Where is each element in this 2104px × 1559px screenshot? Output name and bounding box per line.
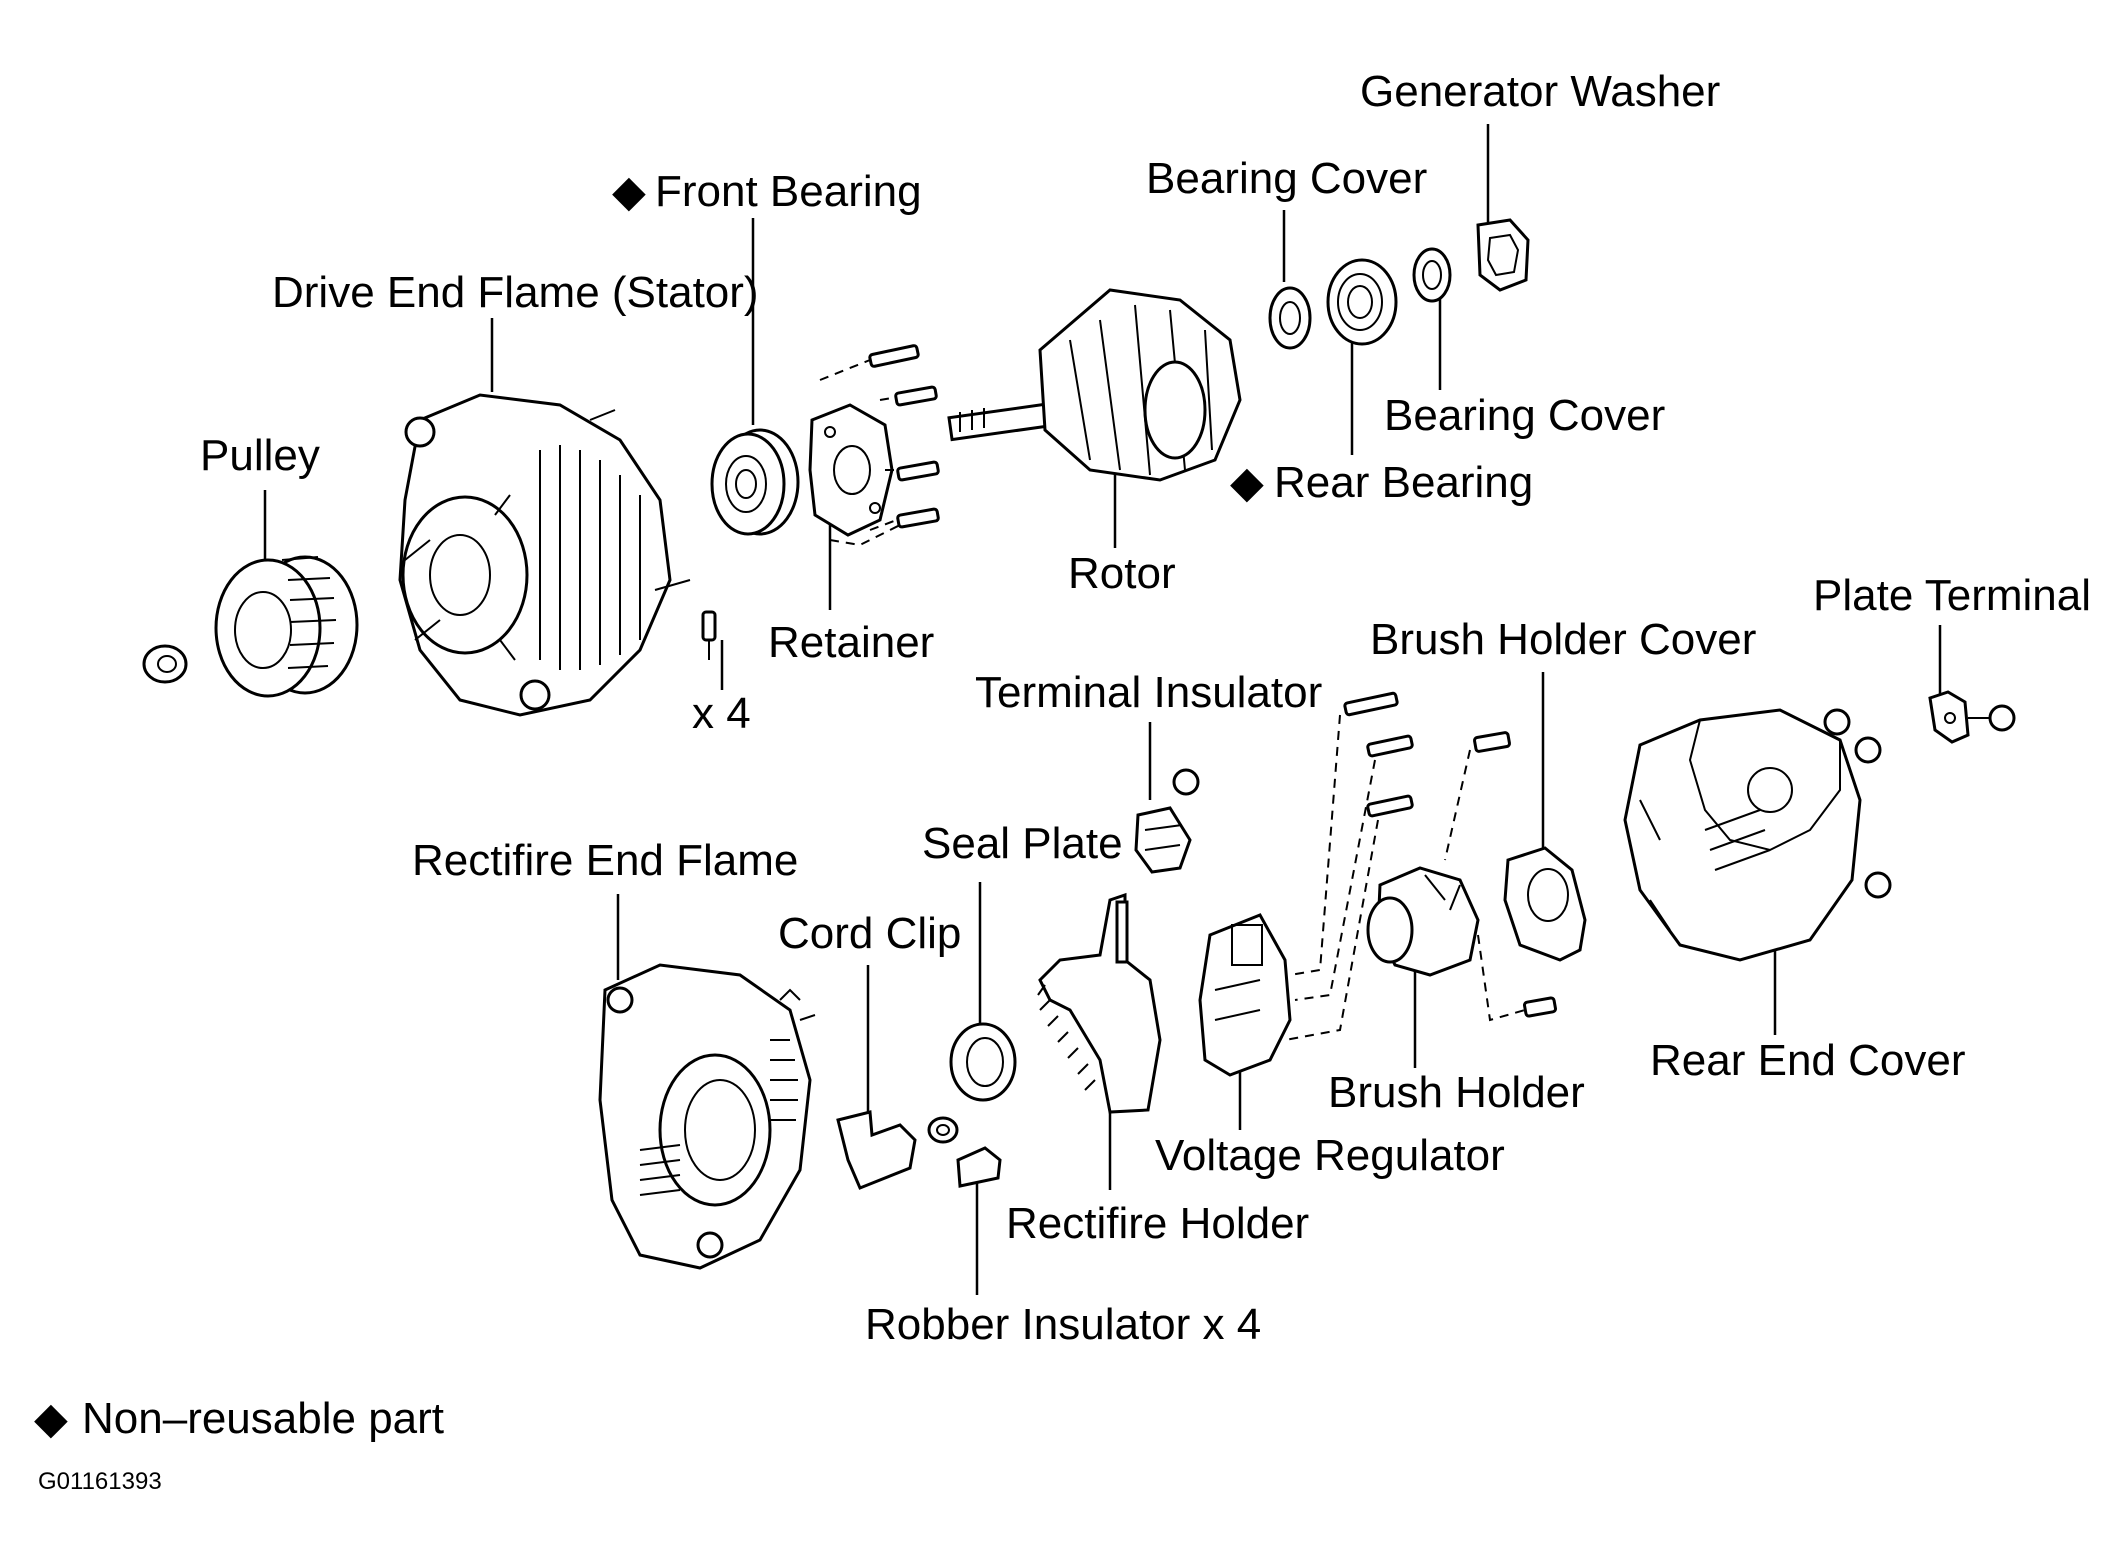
generator-washer-part bbox=[1476, 218, 1530, 292]
retainer-part bbox=[808, 359, 915, 537]
legend-marker: ◆ bbox=[34, 1394, 68, 1443]
label-rubber-insulator: Robber Insulator x 4 bbox=[865, 1300, 1261, 1349]
rubber-insulator-part bbox=[956, 1146, 1002, 1188]
label-brush-holder: Brush Holder bbox=[1328, 1068, 1585, 1117]
bearing-cover-top-part bbox=[1268, 286, 1312, 350]
label-plate-terminal: Plate Terminal bbox=[1813, 571, 2091, 620]
rear-cover-nuts-part bbox=[1823, 708, 1892, 899]
rectifier-holder-part bbox=[1037, 892, 1162, 1114]
retainer-screws-part bbox=[829, 344, 940, 547]
label-bearing-cover-right: Bearing Cover bbox=[1384, 391, 1665, 440]
label-rectifier-holder: Rectifire Holder bbox=[1006, 1199, 1309, 1248]
rear-bearing-part bbox=[1326, 258, 1398, 346]
brush-holder-part bbox=[1366, 731, 1558, 1022]
label-bearing-cover-top: Bearing Cover bbox=[1146, 154, 1427, 203]
seal-plate-part bbox=[949, 1022, 1017, 1102]
label-pulley: Pulley bbox=[200, 431, 320, 480]
label-rotor: Rotor bbox=[1068, 549, 1176, 598]
label-cord-clip: Cord Clip bbox=[778, 909, 961, 958]
regulator-screws-part bbox=[1284, 691, 1414, 1041]
drive-end-frame-part bbox=[398, 393, 691, 717]
label-x4: x 4 bbox=[692, 689, 751, 738]
legend-text: Non–reusable part bbox=[82, 1394, 444, 1443]
label-rear-bearing: Rear Bearing bbox=[1274, 458, 1533, 507]
label-retainer: Retainer bbox=[768, 618, 934, 667]
voltage-regulator-part bbox=[1198, 913, 1292, 1077]
leader-lines bbox=[263, 124, 1942, 1295]
pulley-part bbox=[214, 555, 359, 698]
label-generator-washer: Generator Washer bbox=[1360, 67, 1720, 116]
label-brush-holder-cover: Brush Holder Cover bbox=[1370, 615, 1756, 664]
rectifier-end-frame-part bbox=[598, 963, 816, 1270]
frame-screw-part bbox=[701, 610, 717, 660]
non-reusable-marker: ◆ bbox=[1230, 458, 1264, 507]
label-seal-plate: Seal Plate bbox=[922, 819, 1123, 868]
figure-id: G01161393 bbox=[38, 1468, 162, 1495]
plate-terminal-part bbox=[1928, 690, 2016, 744]
terminal-insulator-part bbox=[1134, 768, 1200, 874]
label-voltage-regulator: Voltage Regulator bbox=[1155, 1131, 1505, 1180]
brush-holder-cover-part bbox=[1503, 846, 1587, 962]
label-terminal-insulator: Terminal Insulator bbox=[975, 668, 1322, 717]
non-reusable-marker: ◆ bbox=[612, 167, 646, 216]
front-bearing-part bbox=[710, 428, 800, 536]
pulley-nut-part bbox=[142, 644, 188, 684]
label-rear-end-cover: Rear End Cover bbox=[1650, 1036, 1965, 1085]
insulator-nut-part bbox=[927, 1116, 959, 1144]
rotor-part bbox=[947, 288, 1242, 482]
label-front-bearing: Front Bearing bbox=[655, 167, 922, 216]
bearing-cover-right-part bbox=[1412, 247, 1452, 303]
label-rectifier-end-frame: Rectifire End Flame bbox=[412, 836, 798, 885]
label-drive-end-frame: Drive End Flame (Stator) bbox=[272, 268, 759, 317]
rear-end-cover-part bbox=[1623, 708, 1862, 962]
cord-clip-part bbox=[836, 1110, 917, 1190]
